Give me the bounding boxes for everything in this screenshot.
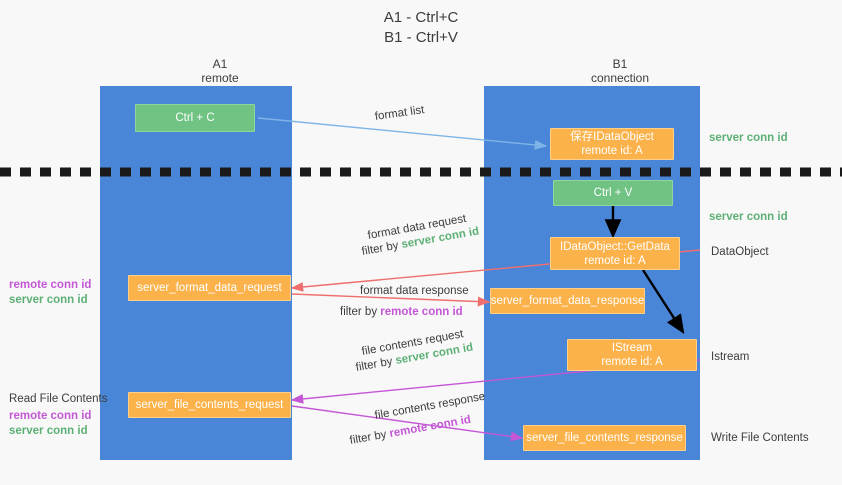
page-title: A1 - Ctrl+C B1 - Ctrl+V (0, 8, 842, 48)
box-server-format-data-response[interactable]: server_format_data_response (490, 288, 645, 314)
right-label-dataobject-text: DataObject (711, 246, 769, 258)
arrow-label-format-data-response: format data response (360, 284, 469, 299)
filter-prefix: filter by (360, 239, 403, 258)
column-header-b1-sub: connection (590, 71, 650, 85)
box-ctrl-c[interactable]: Ctrl + C (135, 104, 255, 132)
right-label-istream: Istream (711, 350, 749, 365)
right-label-write-file-contents-text: Write File Contents (711, 432, 809, 444)
arrow-label-format-list-text: format list (374, 104, 426, 123)
left-label-remote-conn-id-2: remote conn id (9, 410, 92, 422)
arrow-label-format-data-response-filter: filter by remote conn id (340, 305, 463, 320)
right-label-server-conn-id-2-text: server conn id (709, 211, 788, 223)
box-istream[interactable]: IStream remote id: A (567, 339, 697, 371)
column-header-a1-sub: remote (201, 71, 239, 85)
box-ctrl-c-label: Ctrl + C (175, 112, 215, 124)
left-label-read-file-contents: Read File Contents (9, 392, 107, 407)
left-label-server-conn-id-1: server conn id (9, 294, 88, 306)
column-header-a1-name: A1 (212, 57, 228, 71)
box-idataobject-getdata[interactable]: IDataObject::GetData remote id: A (550, 237, 680, 270)
box-istream-line2: remote id: A (601, 356, 663, 368)
box-server-format-data-request-label: server_format_data_request (137, 282, 282, 294)
box-server-file-contents-response-label: server_file_contents_response (526, 432, 683, 444)
left-label-remote-conn-id-1: remote conn id (9, 279, 92, 291)
title-line-2: B1 - Ctrl+V (384, 29, 458, 46)
box-save-idataobject[interactable]: 保存IDataObject remote id: A (550, 128, 674, 160)
box-ctrl-v[interactable]: Ctrl + V (553, 180, 673, 206)
column-header-a1: A1 remote (130, 57, 310, 85)
box-ctrl-v-label: Ctrl + V (593, 187, 633, 199)
arrow-label-file-contents-response-filter: filter by remote conn id (349, 413, 472, 449)
column-header-b1: B1 connection (530, 57, 710, 85)
right-label-server-conn-id-1: server conn id (709, 131, 788, 146)
left-label-server-conn-id-2: server conn id (9, 425, 88, 437)
right-label-server-conn-id-2: server conn id (709, 210, 788, 225)
box-save-idataobject-line1: 保存IDataObject (570, 131, 654, 143)
right-label-istream-text: Istream (711, 351, 750, 363)
column-header-b1-name: B1 (612, 57, 628, 71)
arrow-label-format-list: format list (374, 103, 425, 125)
right-label-server-conn-id-1-text: server conn id (709, 132, 788, 144)
filter-value-remote-conn-id: remote conn id (380, 306, 463, 318)
left-label-conn-ids-2: remote conn id server conn id (9, 409, 91, 439)
box-idataobject-getdata-line2: remote id: A (584, 254, 646, 267)
left-label-conn-ids-1: remote conn id server conn id (9, 278, 91, 308)
box-server-format-data-response-label: server_format_data_response (490, 295, 645, 307)
filter-prefix: filter by (354, 355, 397, 374)
box-server-file-contents-response[interactable]: server_file_contents_response (523, 425, 686, 451)
right-label-write-file-contents: Write File Contents (711, 431, 809, 446)
arrow-label-format-data-response-text: format data response (360, 285, 469, 297)
right-label-dataobject: DataObject (711, 245, 769, 260)
left-label-read-file-contents-text: Read File Contents (9, 393, 108, 405)
title-line-1: A1 - Ctrl+C (383, 9, 459, 26)
filter-prefix: filter by (340, 306, 381, 318)
box-idataobject-getdata-line1: IDataObject::GetData (560, 240, 670, 253)
filter-prefix: filter by (348, 428, 391, 447)
box-server-file-contents-request[interactable]: server_file_contents_request (128, 392, 291, 418)
box-server-format-data-request[interactable]: server_format_data_request (128, 275, 291, 301)
box-save-idataobject-line2: remote id: A (581, 145, 643, 157)
box-istream-line1: IStream (611, 342, 653, 354)
box-server-file-contents-request-label: server_file_contents_request (135, 399, 284, 411)
